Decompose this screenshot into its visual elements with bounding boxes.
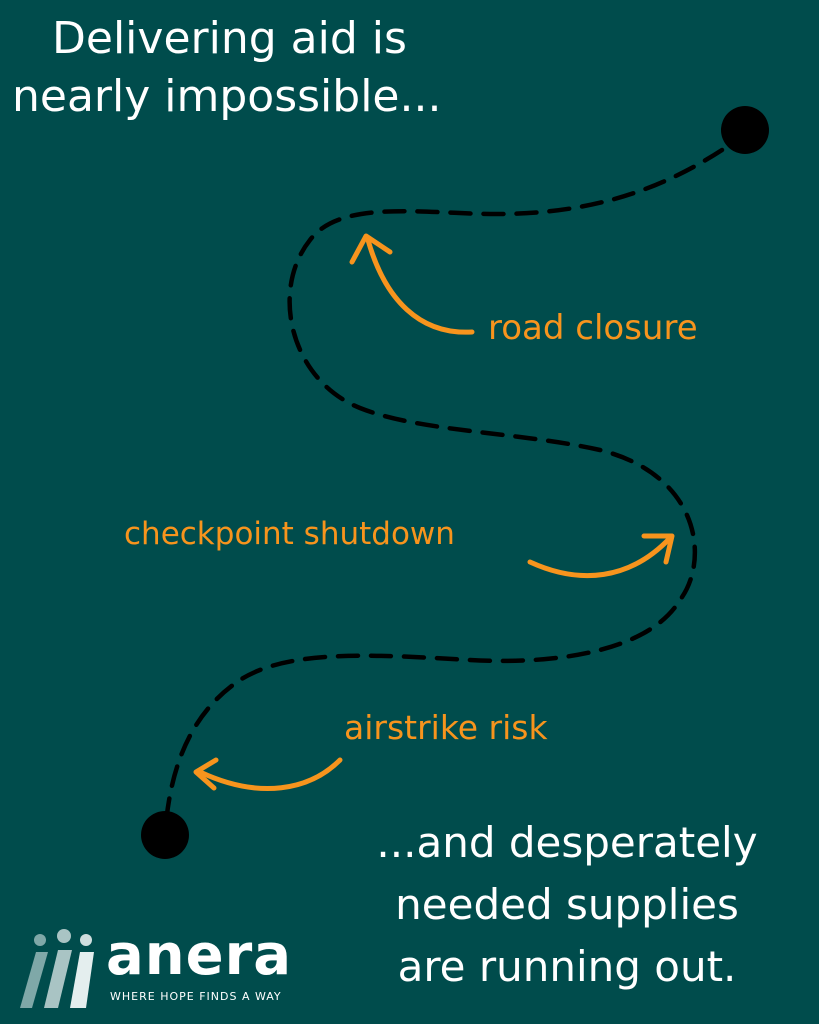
people-logo-icon [20,929,94,1008]
closing-line-1: ...and desperately [376,818,758,867]
logo-wordmark: anera [106,923,293,988]
end-dot-icon [721,106,769,154]
logo-tagline: WHERE HOPE FINDS A WAY [110,990,282,1003]
headline-line-2: nearly impossible... [12,71,442,122]
arrow-icon [349,233,475,335]
closing-message: ...and desperately needed supplies are r… [337,812,797,998]
start-dot-icon [141,811,189,859]
anera-logo: anera WHERE HOPE FINDS A WAY [14,924,294,1008]
label-airstrike-risk: airstrike risk [344,708,548,747]
label-road-closure: road closure [488,308,698,348]
arrow-icon [193,757,343,791]
closing-line-2: needed supplies [395,880,739,929]
label-checkpoint-shutdown: checkpoint shutdown [124,516,455,552]
headline: Delivering aid is nearly impossible... [12,10,572,126]
headline-line-1: Delivering aid is [52,13,407,64]
closing-line-3: are running out. [397,942,737,991]
arrow-icon [527,533,675,579]
dashed-route [162,147,725,838]
